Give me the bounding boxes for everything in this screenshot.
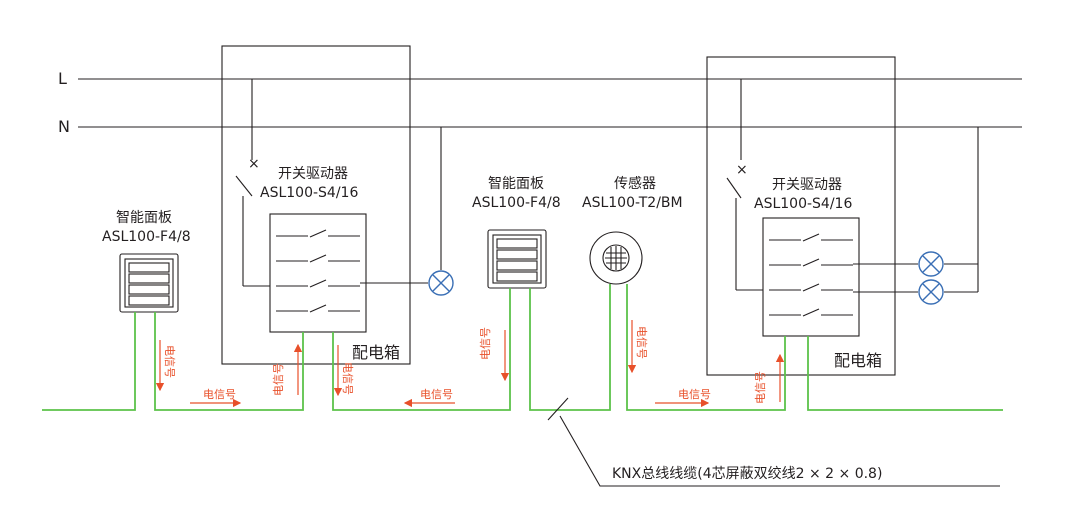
switch-x-mark: ×	[248, 156, 260, 172]
signal-label-9: 电信号	[754, 371, 767, 404]
panel-left-title: 智能面板	[116, 210, 172, 226]
sensor-model: ASL100-T2/BM	[582, 195, 683, 211]
driver-right-contacts	[769, 233, 853, 317]
lamp-right-2	[918, 279, 944, 305]
signal-label-4: 电信号	[341, 362, 354, 395]
panel-mid-title: 智能面板	[488, 176, 544, 192]
signal-indicators: 电信号 电信号 电信号 电信号 电信号 电信号 电信号 电信号 电信号	[155, 320, 785, 408]
signal-label-5: 电信号	[420, 388, 453, 401]
distribution-box-right-label: 配电箱	[834, 351, 882, 370]
driver-right-model: ASL100-S4/16	[754, 196, 852, 212]
rail-l-label: L	[58, 69, 67, 88]
panel-left-model: ASL100-F4/8	[102, 229, 191, 245]
sensor-title: 传感器	[614, 175, 656, 192]
signal-label-6: 电信号	[479, 327, 492, 360]
signal-label-8: 电信号	[678, 388, 711, 401]
cable-tick	[547, 397, 569, 421]
cable-note: KNX总线线缆(4芯屏蔽双绞线2 × 2 × 0.8)	[612, 465, 882, 482]
switch-x-mark-right: ×	[736, 162, 748, 178]
driver-left-contacts	[276, 229, 360, 313]
knx-bus-wiring	[42, 284, 1003, 411]
smart-panel-mid	[487, 229, 547, 289]
driver-left-title: 开关驱动器	[278, 166, 348, 182]
smart-panel-left	[119, 253, 179, 313]
signal-label-2: 电信号	[203, 388, 236, 401]
switch-driver-left	[269, 213, 367, 333]
cable-leader	[559, 415, 1000, 487]
switch-driver-right	[762, 217, 860, 337]
distribution-box-left-label: 配电箱	[352, 343, 400, 362]
panel-mid-model: ASL100-F4/8	[472, 195, 561, 211]
signal-label-1: 电信号	[163, 345, 176, 378]
signal-label-3: 电信号	[272, 363, 285, 396]
rail-n-label: N	[58, 117, 70, 136]
lamp-right-1	[918, 251, 944, 277]
distribution-box-right	[706, 56, 896, 376]
distribution-box-left	[221, 45, 411, 365]
lamp-left	[428, 270, 454, 296]
sensor-device	[589, 231, 643, 285]
driver-left-model: ASL100-S4/16	[260, 185, 358, 201]
driver-right-title: 开关驱动器	[772, 177, 842, 193]
signal-label-7: 电信号	[635, 326, 648, 359]
